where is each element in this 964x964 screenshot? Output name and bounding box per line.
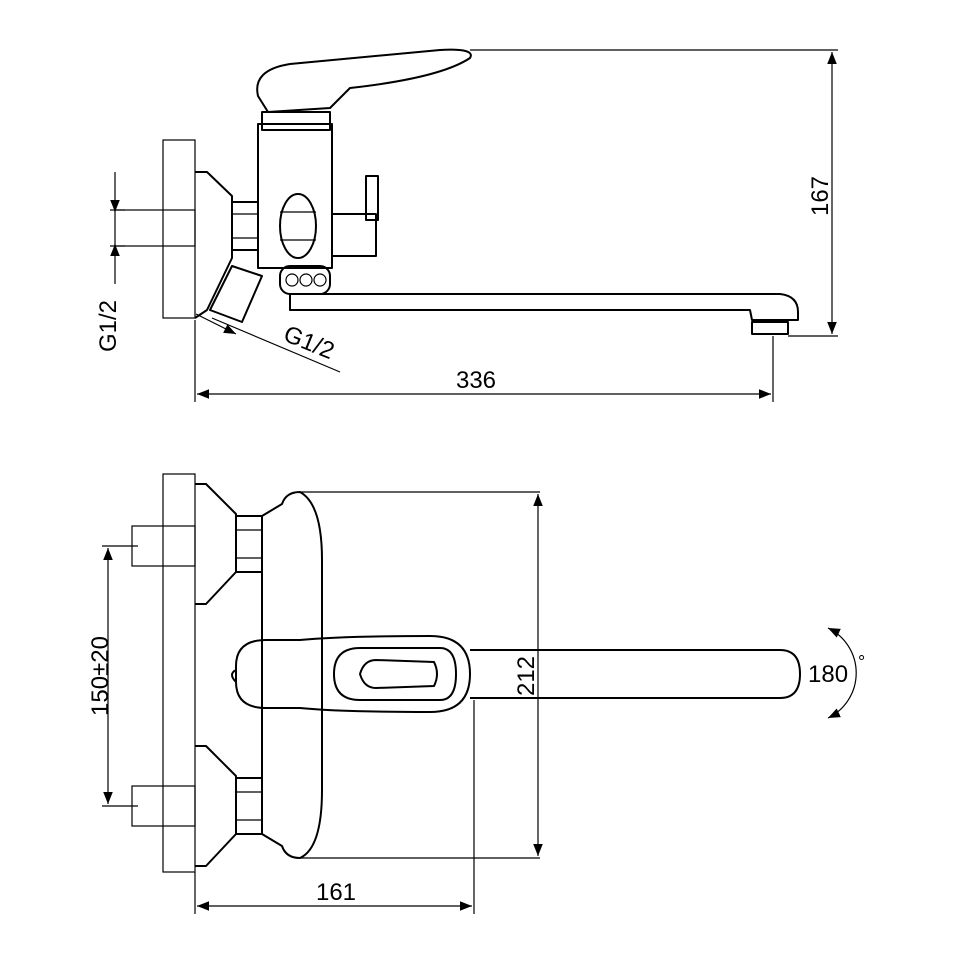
dimension-height: 167	[807, 176, 834, 216]
diverter-housing	[331, 213, 377, 257]
rotation-arc	[827, 627, 857, 719]
escutcheon-upper	[195, 483, 237, 605]
hex-nut-lower	[235, 777, 263, 835]
dimension-spacing: 150±20	[87, 636, 114, 716]
escutcheon-lower	[195, 745, 237, 867]
thread-size-vertical: G1/2	[95, 300, 122, 352]
escutcheon-side	[194, 171, 233, 319]
rotation-unit: °	[858, 652, 865, 672]
dimension-width: 212	[513, 656, 540, 696]
aerator	[751, 321, 789, 335]
lever-handle-side	[256, 48, 472, 113]
eccentric-connector	[209, 265, 263, 323]
hex-nut-upper	[235, 515, 263, 573]
body-fitting	[279, 193, 317, 259]
wall-hatch-top	[162, 473, 196, 873]
dimension-length: 336	[456, 367, 496, 394]
inlet-pipe-side	[114, 209, 196, 247]
top-view: 212 150±20 161 180 °	[87, 473, 865, 914]
rotation-angle: 180	[808, 661, 848, 688]
side-view: 167 G1/2 G1/2 336	[95, 48, 838, 402]
handle-cutout-outer	[333, 647, 457, 701]
mixer-body-side	[257, 123, 333, 269]
spout-swivel	[279, 265, 331, 295]
diverter-knob	[365, 175, 379, 221]
cartridge-housing	[261, 111, 331, 131]
spout-side	[289, 293, 799, 321]
hex-nut-side	[231, 201, 259, 251]
wall-hatch-side	[162, 139, 196, 319]
spout-top	[470, 649, 801, 699]
handle-cutout-inner	[359, 659, 438, 689]
lever-handle-top	[235, 635, 471, 713]
dimension-depth: 161	[316, 879, 356, 906]
mixer-body-top	[261, 491, 323, 859]
